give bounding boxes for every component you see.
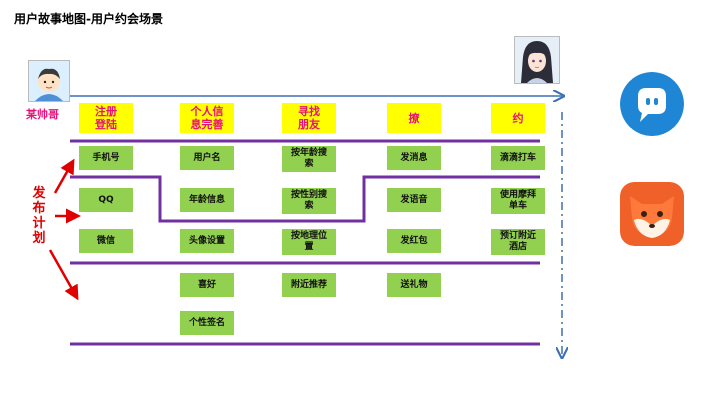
activity-header: 撩 <box>387 103 441 133</box>
speech-bubble-app-icon <box>620 72 684 136</box>
slide-title: 用户故事地图-用户约会场景 <box>14 12 163 26</box>
task-card: 附近推荐 <box>282 273 336 297</box>
female-avatar-icon <box>514 36 560 84</box>
task-card: 滴滴打车 <box>491 146 545 170</box>
task-card: 年龄信息 <box>180 188 234 212</box>
task-card: 按地理位置 <box>282 229 336 255</box>
task-card: 预订附近酒店 <box>491 229 545 255</box>
task-card: 头像设置 <box>180 229 234 253</box>
task-card: 按性别搜索 <box>282 188 336 214</box>
release-line-1 <box>70 175 540 223</box>
activity-header: 约 <box>491 103 545 133</box>
task-card: 发消息 <box>387 146 441 170</box>
task-card: 个性签名 <box>180 311 234 335</box>
fox-app-icon <box>620 182 684 246</box>
task-card: 发语音 <box>387 188 441 212</box>
persona-name: 某帅哥 <box>26 108 59 121</box>
task-card: 发红包 <box>387 229 441 253</box>
task-card: QQ <box>79 188 133 212</box>
task-card: 喜好 <box>180 273 234 297</box>
task-card: 使用摩拜单车 <box>491 188 545 214</box>
activity-header: 注册登陆 <box>79 103 133 133</box>
activity-header: 寻找朋友 <box>282 103 336 133</box>
male-avatar-icon <box>28 60 70 102</box>
task-card: 微信 <box>79 229 133 253</box>
task-card: 送礼物 <box>387 273 441 297</box>
release-arrow-down <box>48 249 79 301</box>
activity-header: 个人信息完善 <box>180 103 234 133</box>
task-card: 手机号 <box>79 146 133 170</box>
release-arrow-up <box>53 158 75 194</box>
task-card: 用户名 <box>180 146 234 170</box>
release-plan-label: 发布计划 <box>32 186 46 246</box>
task-card: 按年龄搜索 <box>282 146 336 172</box>
